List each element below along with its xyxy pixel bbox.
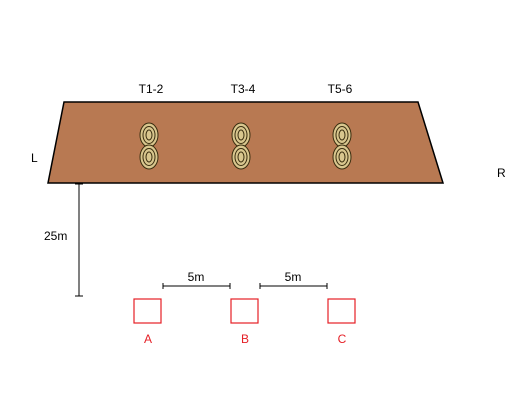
right-side-label: R: [497, 166, 506, 180]
target-icon: [139, 122, 159, 148]
range-dimension-line: [75, 183, 83, 297]
target-group-label-3: T5-6: [328, 82, 353, 96]
position-label-a: A: [144, 332, 152, 346]
spacing-label-ab: 5m: [188, 270, 205, 284]
position-box-c: [327, 298, 356, 324]
target-group-label-1: T1-2: [139, 82, 164, 96]
position-label-b: B: [241, 332, 249, 346]
target-pair-1: [139, 122, 159, 170]
target-group-label-2: T3-4: [231, 82, 256, 96]
target-icon: [332, 144, 352, 170]
target-icon: [231, 122, 251, 148]
spacing-dimension-ab: [162, 283, 231, 289]
target-icon: [139, 144, 159, 170]
position-box-a: [133, 298, 162, 324]
position-box-b: [230, 298, 259, 324]
target-icon: [231, 144, 251, 170]
target-icon: [332, 122, 352, 148]
left-side-label: L: [31, 151, 38, 165]
spacing-dimension-bc: [259, 283, 328, 289]
spacing-label-bc: 5m: [285, 270, 302, 284]
range-distance-label: 25m: [44, 229, 67, 243]
target-pair-2: [231, 122, 251, 170]
position-label-c: C: [338, 332, 347, 346]
target-pair-3: [332, 122, 352, 170]
